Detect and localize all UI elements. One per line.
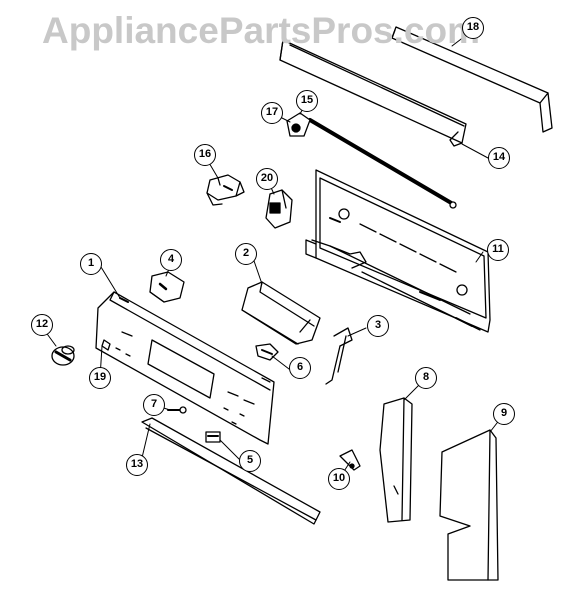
part-4-module xyxy=(149,271,185,303)
part-8-side-panel xyxy=(379,397,413,523)
callout-12: 12 xyxy=(31,314,53,336)
callout-20: 20 xyxy=(256,168,278,190)
part-9-side-trim xyxy=(439,429,499,581)
callout-9: 9 xyxy=(493,403,515,425)
callout-3: 3 xyxy=(367,315,389,337)
callout-15: 15 xyxy=(296,90,318,112)
callout-6: 6 xyxy=(289,357,311,379)
callout-5: 5 xyxy=(239,450,261,472)
part-12-knob xyxy=(51,345,75,366)
part-16-switch xyxy=(206,174,245,206)
part-15-rod xyxy=(308,118,457,209)
part-11-back-panel xyxy=(305,169,491,333)
part-10-bracket xyxy=(339,449,361,471)
part-3-wire-bracket xyxy=(325,327,353,385)
callout-17: 17 xyxy=(261,102,283,124)
callout-8: 8 xyxy=(415,367,437,389)
callout-18: 18 xyxy=(462,17,484,39)
part-17-bracket xyxy=(286,112,311,137)
part-1-control-panel xyxy=(95,291,275,445)
part-2-display-module xyxy=(241,281,321,345)
part-14-top-channel xyxy=(279,39,467,147)
part-18-top-trim xyxy=(391,26,553,133)
callout-10: 10 xyxy=(328,468,350,490)
part-7-screw xyxy=(167,406,187,414)
part-20-relay xyxy=(265,189,293,229)
callout-19: 19 xyxy=(89,367,111,389)
callout-11: 11 xyxy=(487,239,509,261)
part-13-bottom-trim xyxy=(141,417,321,525)
callout-13: 13 xyxy=(126,454,148,476)
callout-14: 14 xyxy=(488,147,510,169)
callout-4: 4 xyxy=(160,249,182,271)
callout-16: 16 xyxy=(194,144,216,166)
callout-2: 2 xyxy=(235,243,257,265)
callout-7: 7 xyxy=(143,394,165,416)
part-5-switch xyxy=(205,431,221,443)
callout-1: 1 xyxy=(80,253,102,275)
